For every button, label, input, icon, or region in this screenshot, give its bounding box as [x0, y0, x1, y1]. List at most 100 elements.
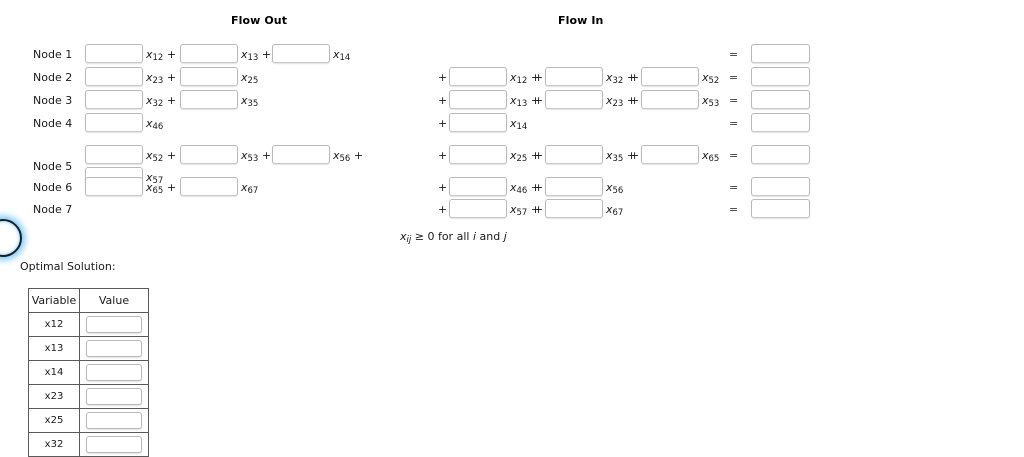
flow-out-input-node-1-x13[interactable]: [180, 44, 238, 63]
flow-out-input-node-4-x46[interactable]: [85, 113, 143, 132]
flow-out-input-node-1-x12[interactable]: [85, 44, 143, 63]
flow-out-term-label-node-6-x65: x65 +: [146, 181, 177, 196]
solution-value-input-x25[interactable]: [86, 412, 142, 429]
flow-out-input-node-6-x65[interactable]: [85, 177, 143, 196]
flow-out-input-node-5-x52[interactable]: [85, 145, 143, 164]
net-flow-input-node-7[interactable]: [751, 199, 810, 218]
flow-in-input-node-6-x46[interactable]: [449, 177, 507, 196]
flow-in-plus-node-5-1: +: [534, 149, 544, 162]
value-cell-x23: [79, 384, 149, 409]
flow-in-term-label-node-2-x12: x12 +: [510, 71, 541, 86]
flow-out-input-node-3-x32[interactable]: [85, 90, 143, 109]
equals-sign-node-4: =: [729, 117, 739, 130]
flow-in-input-node-2-x12[interactable]: [449, 67, 507, 86]
node-label-node-2: Node 2: [33, 71, 73, 84]
solution-value-input-x13[interactable]: [86, 340, 142, 357]
flow-in-plus-node-2-1: +: [534, 71, 544, 84]
flow-out-term-label-node-4-x46: x46: [146, 117, 164, 132]
flow-out-term-label-node-1-x12: x12 +: [146, 48, 177, 63]
nonnegativity-text: ≥ 0 for all: [411, 230, 473, 243]
net-flow-input-node-4[interactable]: [751, 113, 810, 132]
flow-in-input-node-5-x35[interactable]: [545, 145, 603, 164]
node-label-node-5: Node 5: [33, 160, 73, 173]
table-row: x23: [28, 384, 149, 409]
net-flow-input-node-1[interactable]: [751, 44, 810, 63]
flow-out-input-node-3-x35[interactable]: [180, 90, 238, 109]
equals-sign-node-1: =: [729, 48, 739, 61]
flow-in-input-node-4-x14[interactable]: [449, 113, 507, 132]
flow-out-term-label-node-1-x13: x13 +: [241, 48, 272, 63]
flow-out-heading: Flow Out: [231, 14, 288, 27]
nonnegativity-index-j: j: [503, 230, 507, 243]
flow-out-term-label-node-3-x35: x35: [241, 94, 259, 109]
flow-out-input-node-2-x23[interactable]: [85, 67, 143, 86]
flow-in-input-node-6-x56[interactable]: [545, 177, 603, 196]
flow-out-input-node-6-x67[interactable]: [180, 177, 238, 196]
net-flow-input-node-6[interactable]: [751, 177, 810, 196]
variable-cell-x13: x13: [28, 336, 80, 361]
variable-cell-x14: x14: [28, 360, 80, 385]
node-label-node-1: Node 1: [33, 48, 73, 61]
flow-in-term-label-node-5-x65: x65: [702, 149, 720, 164]
flow-in-term-label-node-6-x56: x56: [606, 181, 624, 196]
solution-value-input-x12[interactable]: [86, 316, 142, 333]
flow-in-term-label-node-3-x53: x53: [702, 94, 720, 109]
node-label-node-4: Node 4: [33, 117, 73, 130]
flow-in-plus-node-6-1: +: [534, 181, 544, 194]
equals-sign-node-7: =: [729, 203, 739, 216]
value-cell-x12: [79, 312, 149, 337]
solution-value-input-x32[interactable]: [86, 436, 142, 453]
variable-cell-x32: x32: [28, 432, 80, 457]
table-row: x32: [28, 432, 149, 457]
equals-sign-node-6: =: [729, 181, 739, 194]
flow-in-input-node-3-x53[interactable]: [641, 90, 699, 109]
flow-in-plus-node-7-0: +: [438, 203, 448, 216]
flow-in-plus-node-5-2: +: [630, 149, 640, 162]
table-header-row: Variable Value: [28, 288, 149, 313]
solution-value-input-x23[interactable]: [86, 388, 142, 405]
net-flow-input-node-2[interactable]: [751, 67, 810, 86]
flow-in-plus-node-3-1: +: [534, 94, 544, 107]
flow-out-input-node-5-x56[interactable]: [272, 145, 330, 164]
net-flow-input-node-3[interactable]: [751, 90, 810, 109]
flow-in-input-node-5-x65[interactable]: [641, 145, 699, 164]
flow-in-input-node-2-x52[interactable]: [641, 67, 699, 86]
flow-in-term-label-node-7-x57: x57 +: [510, 203, 541, 218]
flow-in-input-node-7-x57[interactable]: [449, 199, 507, 218]
flow-out-input-node-5-x53[interactable]: [180, 145, 238, 164]
table-row: x13: [28, 336, 149, 361]
variable-cell-x25: x25: [28, 408, 80, 433]
flow-out-term-label-node-5-x56: x56 +: [333, 149, 364, 164]
value-cell-x25: [79, 408, 149, 433]
flow-in-plus-node-2-0: +: [438, 71, 448, 84]
nonnegativity-variable: x: [400, 230, 407, 243]
flow-in-input-node-3-x13[interactable]: [449, 90, 507, 109]
flow-out-input-node-2-x25[interactable]: [180, 67, 238, 86]
table-row: x14: [28, 360, 149, 385]
variable-cell-x12: x12: [28, 312, 80, 337]
solution-value-input-x14[interactable]: [86, 364, 142, 381]
flow-in-plus-node-2-2: +: [630, 71, 640, 84]
flow-in-input-node-3-x23[interactable]: [545, 90, 603, 109]
flow-out-input-node-1-x14[interactable]: [272, 44, 330, 63]
flow-in-input-node-2-x32[interactable]: [545, 67, 603, 86]
node-label-node-6: Node 6: [33, 181, 73, 194]
flow-in-term-label-node-3-x23: x23 +: [606, 94, 637, 109]
flow-out-term-label-node-5-x52: x52 +: [146, 149, 177, 164]
flow-in-input-node-5-x25[interactable]: [449, 145, 507, 164]
flow-in-term-label-node-5-x35: x35 +: [606, 149, 637, 164]
net-flow-input-node-5[interactable]: [751, 145, 810, 164]
flow-out-term-label-node-1-x14: x14: [333, 48, 351, 63]
flow-in-term-label-node-7-x67: x67: [606, 203, 624, 218]
flow-in-term-label-node-4-x14: x14: [510, 117, 528, 132]
flow-in-plus-node-4-0: +: [438, 117, 448, 130]
flow-in-plus-node-3-2: +: [630, 94, 640, 107]
flow-in-input-node-7-x67[interactable]: [545, 199, 603, 218]
equals-sign-node-5: =: [729, 149, 739, 162]
value-cell-x13: [79, 336, 149, 361]
flow-in-plus-node-6-0: +: [438, 181, 448, 194]
optimal-solution-label: Optimal Solution:: [20, 260, 116, 273]
node-label-node-7: Node 7: [33, 203, 73, 216]
table-row: x12: [28, 312, 149, 337]
